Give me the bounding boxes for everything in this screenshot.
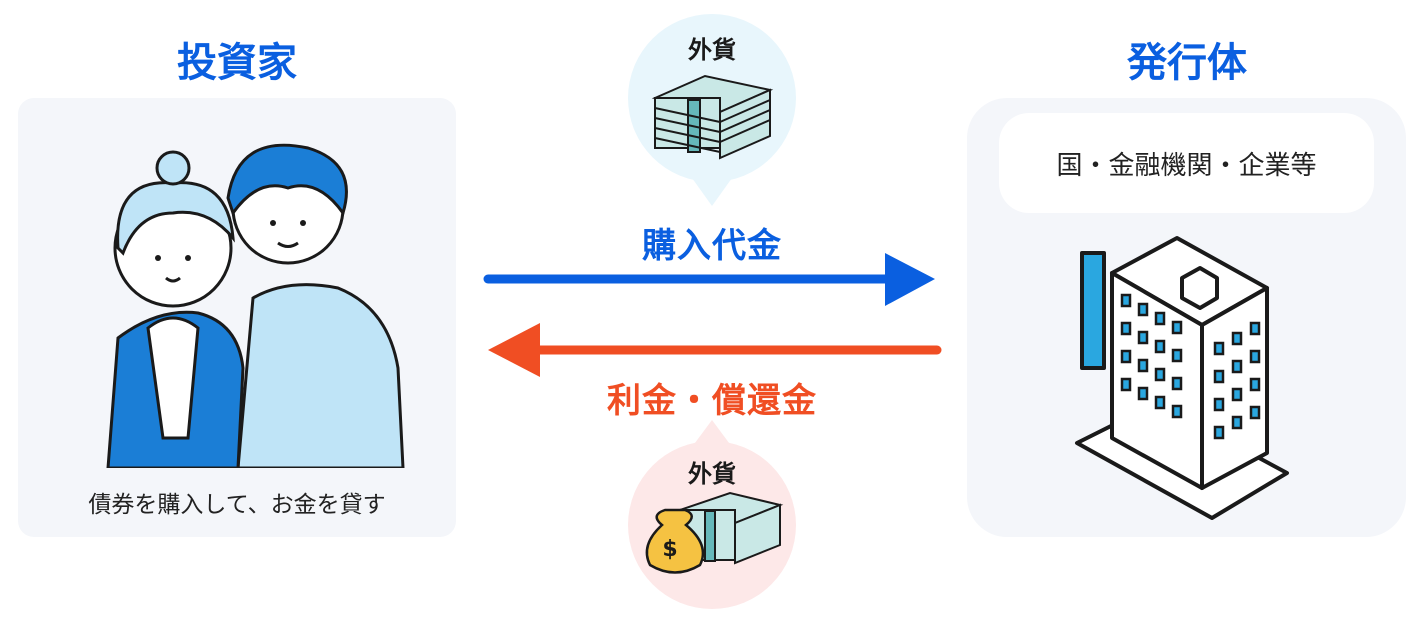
currency-label-top: 外貨 [688, 36, 736, 64]
investor-panel: 債券を購入して、お金を貸す [18, 98, 456, 537]
office-building-illustration [1075, 236, 1289, 520]
banknote-stack-icon [651, 74, 774, 160]
issuer-title: 発行体 [1127, 40, 1247, 86]
purchase-label: 購入代金 [642, 226, 782, 266]
investor-caption: 債券を購入して、お金を貸す [88, 492, 386, 518]
issuer-types: 国・金融機関・企業等 [999, 113, 1374, 213]
investor-title: 投資家 [177, 40, 297, 86]
investors-illustration [106, 143, 405, 468]
currency-label-bottom: 外貨 [688, 460, 736, 488]
issuer-panel: 国・金融機関・企業等 [967, 98, 1406, 537]
repayment-label: 利金・償還金 [607, 381, 817, 421]
purchase-arrow [483, 253, 935, 306]
money-bag-icon [645, 508, 705, 574]
dollar-sign-icon: $ [662, 537, 678, 562]
foreign-currency-bubble-top [628, 14, 796, 206]
foreign-currency-bubble-bottom [628, 420, 796, 609]
repayment-arrow [488, 323, 942, 377]
